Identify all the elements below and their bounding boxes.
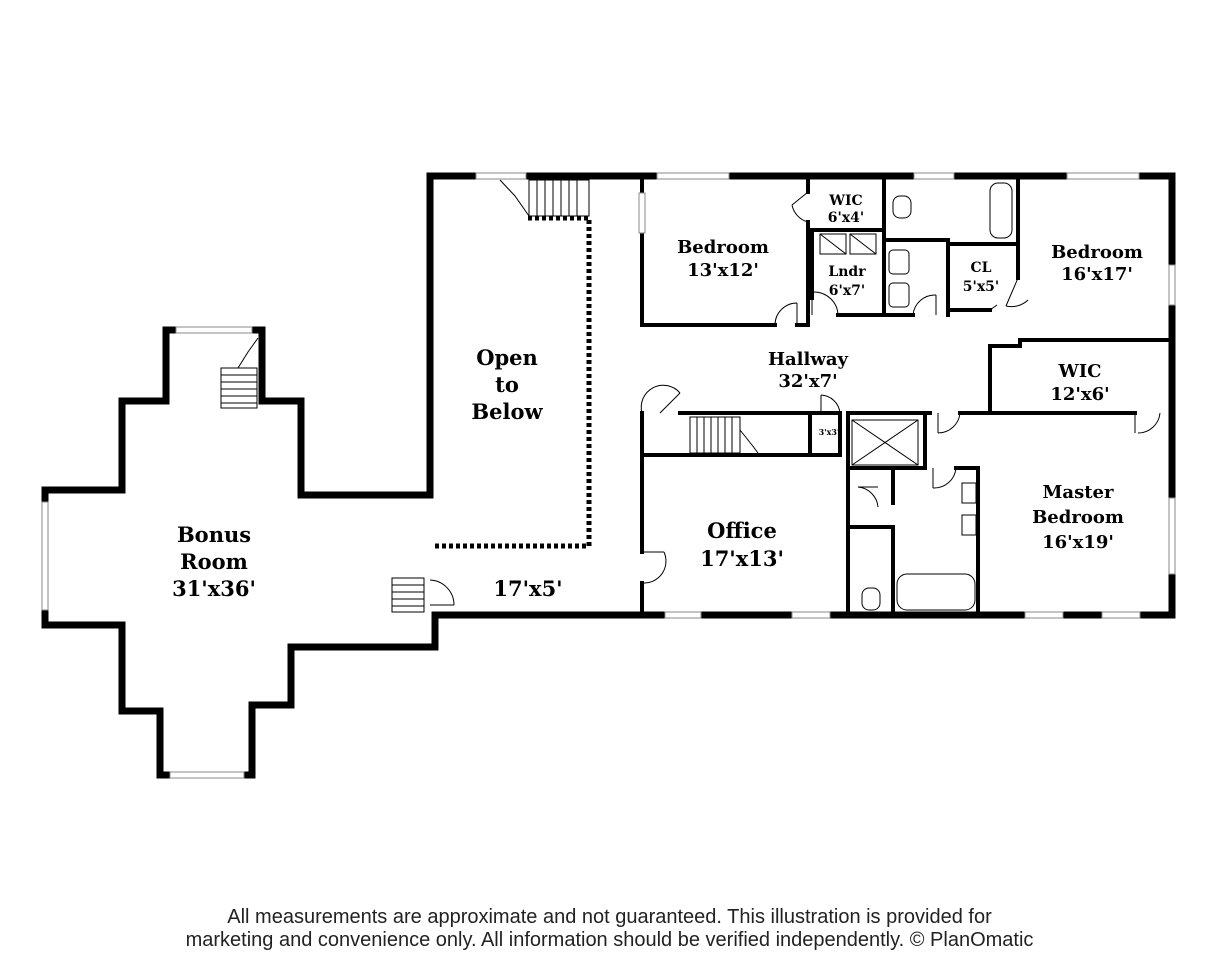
window (1101, 611, 1141, 619)
disclaimer: All measurements are approximate and not… (0, 906, 1219, 952)
window (475, 172, 527, 180)
room-hallway: Hallway 32'x7' (768, 349, 849, 392)
wic-large-dims: 12'x6' (1050, 384, 1109, 405)
window (1168, 497, 1176, 575)
wic-small-name: WIC (828, 193, 862, 209)
bedroom2-dims: 13'x12' (687, 260, 759, 281)
window (638, 192, 646, 234)
door (989, 304, 998, 311)
bedroom3-dims: 16'x17' (1061, 264, 1133, 285)
door (429, 579, 455, 606)
open-below-line1: Open (476, 345, 538, 370)
stairs-bonus (220, 337, 259, 409)
stairs-hall (689, 416, 759, 454)
window (169, 771, 245, 779)
door (1005, 277, 1029, 308)
stairs-landing (391, 577, 425, 613)
wc-walls (846, 525, 895, 615)
door (791, 191, 809, 223)
room-bonus-dims: 31'x36' (172, 576, 256, 601)
wic-large-name: WIC (1058, 361, 1102, 382)
washer-icon (819, 233, 847, 255)
laundry-dims: 6'x7' (829, 283, 865, 299)
room-wic-large: WIC 12'x6' (1050, 361, 1109, 405)
open-below-line3: Below (471, 399, 543, 424)
door (774, 302, 798, 326)
room-bonus-line2: Room (180, 549, 248, 574)
office-name: Office (707, 518, 777, 543)
window (913, 172, 955, 180)
closet-dims: 5'x5' (963, 279, 999, 295)
door (1134, 412, 1161, 434)
dryer-icon (849, 233, 877, 255)
sink-icon (888, 249, 910, 275)
window (791, 611, 831, 619)
disclaimer-line1: All measurements are approximate and not… (227, 906, 992, 928)
bathtub-icon (989, 182, 1013, 239)
shower-icon (851, 419, 919, 466)
disclaimer-line2: marketing and convenience only. All info… (185, 929, 1034, 951)
sink-icon (961, 514, 977, 536)
door (640, 384, 681, 414)
toilet-icon (892, 195, 912, 219)
master-dims: 16'x19' (1042, 532, 1114, 553)
window (41, 501, 49, 611)
door (912, 294, 937, 316)
stairs-top (499, 179, 590, 217)
closet-name: CL (971, 260, 992, 276)
dryer-icon (849, 233, 877, 255)
bonus-room-walls (41, 326, 439, 779)
window (664, 611, 702, 619)
room-closet: CL 5'x5' (963, 260, 999, 295)
closet-walls (946, 242, 1020, 317)
room-bonus-line1: Bonus (177, 522, 251, 547)
toilet-icon (861, 587, 881, 611)
window (656, 172, 730, 180)
wic-small-dims: 6'x4' (828, 210, 864, 226)
open-below-line2: to (495, 372, 519, 397)
room-office: Office 17'x13' (700, 518, 784, 571)
open-to-below-railing (433, 215, 592, 549)
room-bonus: Bonus Room 31'x36' (172, 522, 256, 601)
door (811, 291, 839, 316)
main-house-walls (426, 172, 1176, 619)
room-wic-small: WIC 6'x4' (828, 193, 864, 226)
bathtub-icon (896, 573, 976, 611)
room-landing-dims: 17'x5' (493, 576, 562, 601)
hallway-name: Hallway (768, 349, 849, 370)
door (641, 551, 667, 584)
door (937, 412, 961, 434)
bedroom3-bottom-wall (988, 338, 1174, 348)
floor-plan: Bonus Room 31'x36' Open to Below 17'x5' … (41, 172, 1176, 779)
room-bedroom3: Bedroom 16'x17' (1051, 242, 1143, 285)
door (820, 394, 841, 414)
door (857, 486, 879, 508)
window (175, 326, 253, 334)
room-open-to-below: Open to Below (471, 345, 543, 424)
bedroom3-name: Bedroom (1051, 242, 1143, 263)
hallway-dims: 32'x7' (778, 371, 837, 392)
room-master: Master Bedroom 16'x19' (1032, 482, 1124, 553)
window (1024, 611, 1064, 619)
sink-icon (888, 282, 910, 308)
master-line1: Master (1043, 482, 1114, 503)
master-bath-walls (846, 411, 927, 470)
door (932, 467, 957, 489)
window (1168, 264, 1176, 306)
washer-icon (819, 233, 847, 255)
window (1066, 172, 1140, 180)
room-bedroom2: Bedroom 13'x12' (677, 237, 769, 281)
office-dims: 17'x13' (700, 546, 784, 571)
bedroom2-name: Bedroom (677, 237, 769, 258)
laundry-name: Lndr (828, 264, 866, 280)
master-line2: Bedroom (1032, 507, 1124, 528)
room-laundry: Lndr 6'x7' (828, 264, 866, 299)
stair-hall-walls (640, 411, 842, 457)
sink-icon (961, 482, 977, 504)
closet-small-dims: 3'x3' (819, 427, 840, 437)
